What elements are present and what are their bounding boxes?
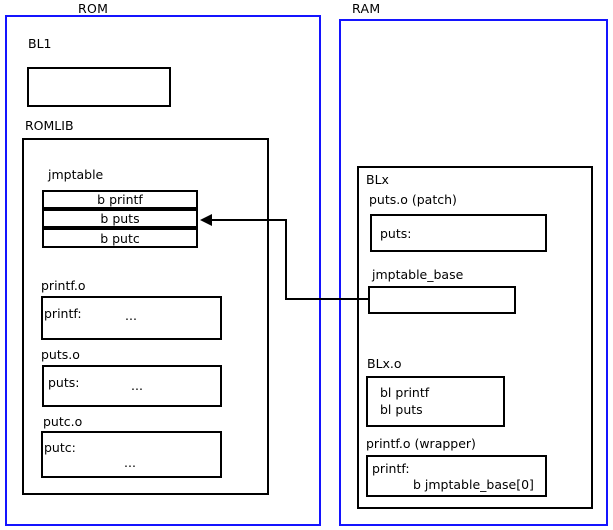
puts-o-symbol: puts: — [48, 375, 80, 390]
jmptable-entry-b-puts: b puts — [42, 209, 198, 228]
printf-wrapper-box — [366, 455, 547, 497]
jmptable-entry-b-putc: b putc — [42, 228, 198, 248]
jmptable-entry-2-text: b putc — [100, 230, 140, 246]
putc-o-symbol: putc: — [44, 440, 76, 455]
connector-segment-horizontal-lower — [285, 298, 370, 300]
jmptable-base-box — [368, 286, 516, 314]
jmptable-base-label: jmptable_base — [372, 267, 464, 282]
connector-segment-horizontal-upper — [212, 219, 287, 221]
puts-patch-symbol: puts: — [380, 226, 412, 241]
ram-region-label: RAM — [352, 1, 381, 16]
connector-arrowhead-icon — [200, 214, 212, 226]
romlib-label: ROMLIB — [25, 118, 74, 133]
jmptable-label: jmptable — [48, 167, 104, 182]
bl1-label: BL1 — [28, 36, 52, 51]
putc-o-box — [41, 431, 222, 478]
puts-patch-label: puts.o (patch) — [369, 192, 457, 207]
printf-o-label: printf.o — [41, 278, 86, 293]
blx-o-line2: bl puts — [380, 402, 423, 417]
puts-patch-box — [370, 214, 547, 252]
printf-wrapper-symbol: printf: — [372, 461, 410, 476]
jmptable-entry-1-text: b puts — [100, 211, 140, 226]
blx-o-line1: bl printf — [380, 385, 430, 400]
jmptable-entry-0-text: b printf — [97, 192, 143, 207]
printf-o-symbol: printf: — [44, 306, 82, 321]
blx-o-label: BLx.o — [367, 356, 402, 371]
puts-o-body: ... — [131, 378, 143, 393]
puts-o-label: puts.o — [41, 347, 80, 362]
printf-o-body: ... — [125, 308, 137, 323]
rom-region — [5, 15, 321, 526]
rom-region-label: ROM — [78, 1, 109, 16]
connector-segment-vertical — [285, 219, 287, 300]
printf-o-box — [41, 296, 222, 340]
bl1-box — [27, 67, 171, 107]
jmptable-entry-b-printf: b printf — [42, 190, 198, 209]
blx-o-box — [366, 376, 505, 427]
printf-wrapper-label: printf.o (wrapper) — [366, 436, 476, 451]
putc-o-label: putc.o — [43, 414, 83, 429]
ram-region — [339, 19, 608, 526]
printf-wrapper-instruction: b jmptable_base[0] — [413, 477, 534, 492]
putc-o-body: ... — [124, 455, 136, 470]
blx-label: BLx — [366, 172, 389, 187]
puts-o-box — [42, 365, 222, 407]
